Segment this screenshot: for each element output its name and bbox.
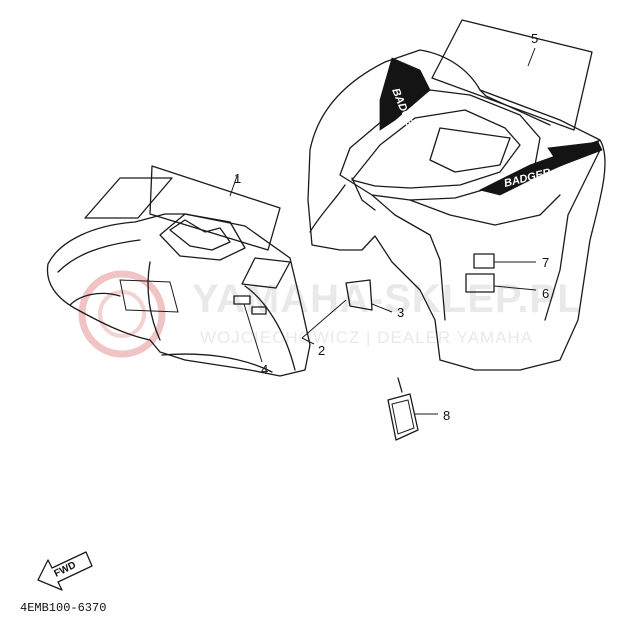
- callout-7: 7: [542, 255, 549, 270]
- callout-2: 2: [318, 343, 325, 358]
- callout-numbers: 1 2 3 4 5 6 7 8: [234, 31, 549, 423]
- front-fender: [46, 213, 311, 377]
- label-6: [465, 273, 495, 293]
- watermark-line2: WOJCIECHOWICZ | DEALER YAMAHA: [200, 328, 533, 347]
- callout-6: 6: [542, 286, 549, 301]
- label-7: [473, 253, 495, 269]
- callout-5: 5: [531, 31, 538, 46]
- callout-4: 4: [261, 362, 268, 377]
- label-3: [345, 279, 373, 311]
- watermark-logo-inner: [98, 290, 146, 338]
- decal-rear: BADGER BADGER: [379, 19, 603, 196]
- fwd-arrow-icon: FWD: [37, 551, 93, 591]
- label-4: [233, 295, 267, 315]
- callout-1: 1: [234, 171, 241, 186]
- fwd-label: FWD: [52, 560, 77, 580]
- rear-fender: [307, 49, 606, 371]
- decal-front: [84, 165, 291, 289]
- callout-3: 3: [397, 305, 404, 320]
- tag-8: [387, 377, 419, 441]
- watermark: YAMAHA-SKLEP.PL WOJCIECHOWICZ | DEALER Y…: [78, 270, 582, 358]
- leader-lines: [229, 47, 537, 415]
- callout-8: 8: [443, 408, 450, 423]
- watermark-logo-icon: [78, 270, 166, 358]
- diagram-code: 4EMB100-6370: [20, 601, 106, 615]
